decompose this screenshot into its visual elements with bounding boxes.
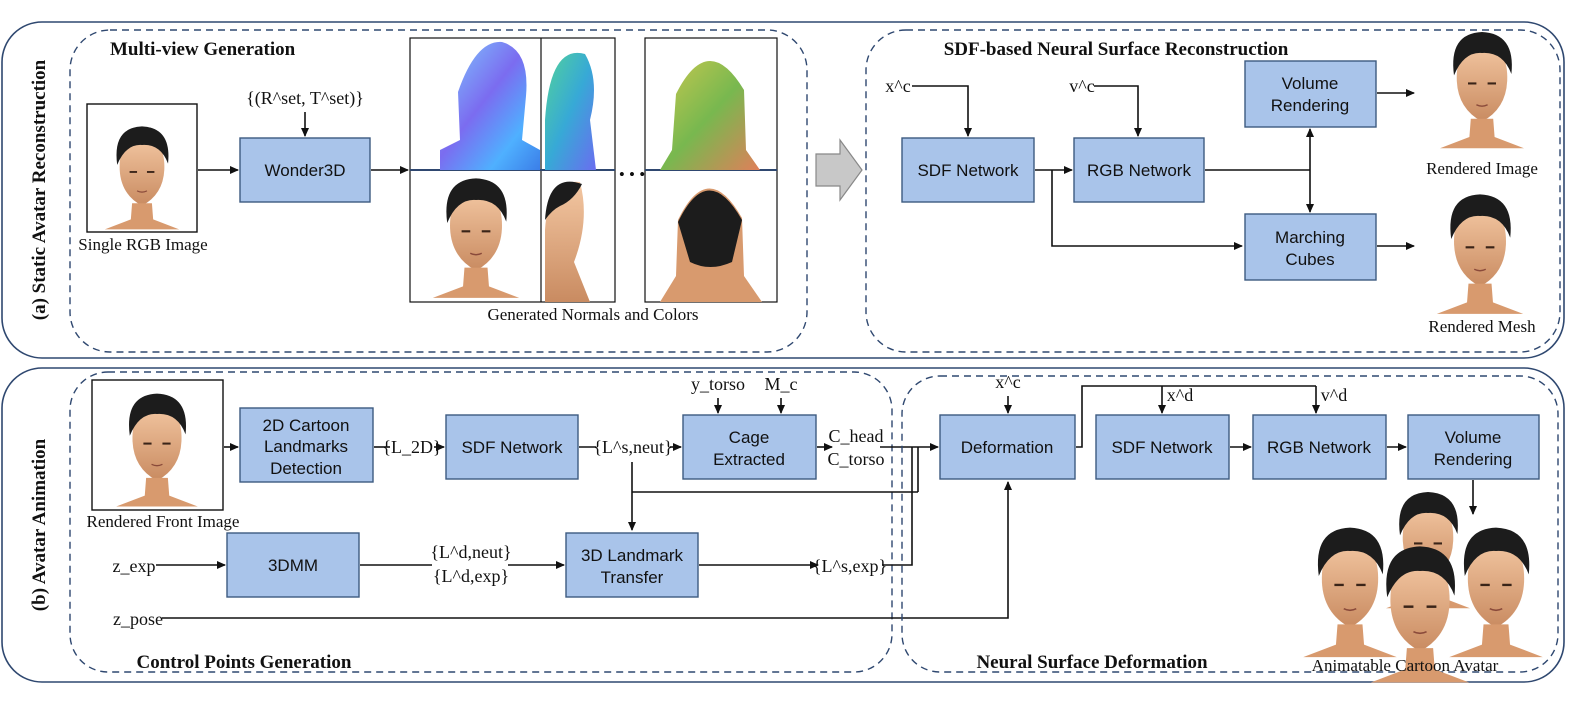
sdf-to-marching-arrow <box>1051 170 1243 250</box>
rendered-mesh-caption: Rendered Mesh <box>1428 317 1536 336</box>
l2d-label: {L_2D} <box>382 437 441 457</box>
vd-label: v^d <box>1321 385 1347 405</box>
panel-b-side-label: (b) Avatar Animation <box>29 438 50 611</box>
volume-rendering-label-b-1: Volume <box>1445 428 1502 447</box>
vc-input-label: v^c <box>1069 76 1094 96</box>
rendered-image-caption: Rendered Image <box>1426 159 1538 178</box>
control-points-frame <box>69 371 893 673</box>
marching-cubes-label-1: Marching <box>1275 228 1345 247</box>
single-rgb-image <box>86 103 198 233</box>
y-torso-label: y_torso <box>691 374 745 394</box>
avatar-caption: Animatable Cartoon Avatar <box>1312 656 1499 675</box>
cage-label-2: Extracted <box>713 450 785 469</box>
sdf-network-label-b: SDF Network <box>461 438 563 457</box>
cage-extracted-node <box>682 414 817 480</box>
deformation-node <box>939 414 1076 480</box>
ld-neut-label: {L^d,neut} <box>430 542 511 562</box>
single-rgb-caption: Single RGB Image <box>78 235 207 254</box>
landmarks-detection-node <box>239 407 374 483</box>
multiview-frame <box>69 29 808 353</box>
xc-input-label: x^c <box>885 76 910 96</box>
volume-rendering-node-b <box>1407 414 1540 480</box>
animatable-avatar-pictures <box>1302 491 1544 684</box>
generated-views-caption: Generated Normals and Colors <box>487 305 698 324</box>
sdf-recon-frame <box>865 29 1561 353</box>
3dmm-node <box>226 532 360 598</box>
xc-to-sdf-arrow <box>912 85 972 137</box>
z-pose-to-deformation-arrow <box>162 481 1012 619</box>
views-ellipsis: • • • <box>619 165 645 184</box>
control-points-title: Control Points Generation <box>137 652 352 673</box>
volume-rendering-label-a-2: Rendering <box>1271 96 1349 115</box>
3dmm-label: 3DMM <box>268 556 318 575</box>
panel-a-frame <box>1 21 1565 359</box>
transfer-label-1: 3D Landmark <box>581 546 684 565</box>
wonder3d-node <box>239 137 371 203</box>
volume-rendering-node-a <box>1244 60 1377 128</box>
landmarks-label-2: Landmarks <box>264 437 348 456</box>
landmarks-label-1: 2D Cartoon <box>263 416 350 435</box>
deformation-frame <box>901 375 1559 673</box>
landmarks-label-3: Detection <box>270 459 342 478</box>
ld-exp-label: {L^d,exp} <box>433 566 509 586</box>
rgb-network-label-b: RGB Network <box>1267 438 1371 457</box>
xd-label: x^d <box>1167 385 1193 405</box>
volume-rendering-label-b-2: Rendering <box>1434 450 1512 469</box>
c-head-label: C_head <box>829 426 884 446</box>
ls-neut-label: {L^s,neut} <box>593 437 672 457</box>
rgb-network-label-a: RGB Network <box>1087 161 1191 180</box>
vc-to-rgb-arrow <box>1094 85 1142 137</box>
sdf-network-node-b <box>445 414 579 480</box>
rendered-image-picture <box>1439 31 1525 149</box>
deformation-label: Deformation <box>961 438 1054 457</box>
xc-def-label: x^c <box>995 372 1020 392</box>
landmark-transfer-node <box>565 532 699 598</box>
stage-transition-arrow <box>815 138 863 202</box>
rgb-network-node-b <box>1252 414 1387 480</box>
ls-exp-to-deformation-line <box>882 447 913 566</box>
c-torso-label: C_torso <box>827 449 884 469</box>
generated-views-grid <box>409 37 778 303</box>
multiview-title: Multi-view Generation <box>110 39 296 60</box>
marching-cubes-label-2: Cubes <box>1285 250 1334 269</box>
deformation-title: Neural Surface Deformation <box>976 652 1208 673</box>
sdf-network-label-c: SDF Network <box>1111 438 1213 457</box>
marching-cubes-node <box>1244 213 1377 281</box>
rendered-front-caption: Rendered Front Image <box>87 512 240 531</box>
rendered-mesh-picture <box>1436 193 1524 315</box>
panel-b-frame <box>1 367 1565 683</box>
rendered-front-image <box>91 379 224 511</box>
z-pose-label: z_pose <box>113 609 163 629</box>
rgb-network-node-a <box>1073 137 1205 203</box>
deformation-up-line <box>1076 385 1316 448</box>
sdf-network-node-c <box>1095 414 1230 480</box>
cage-label-1: Cage <box>729 428 770 447</box>
volume-rendering-label-a-1: Volume <box>1282 74 1339 93</box>
sdf-network-label-a: SDF Network <box>917 161 1019 180</box>
camera-set-label: {(R^set, T^set)} <box>246 88 364 109</box>
ls-exp-label: {L^s,exp} <box>813 556 887 576</box>
z-exp-label: z_exp <box>113 556 156 576</box>
wonder3d-label: Wonder3D <box>265 161 346 180</box>
sdf-network-node-a <box>901 137 1035 203</box>
transfer-label-2: Transfer <box>601 568 664 587</box>
sdf-recon-title: SDF-based Neural Surface Reconstruction <box>944 39 1289 60</box>
panel-a-side-label: (a) Static Avatar Reconstruction <box>29 59 50 320</box>
m-c-label: M_c <box>765 374 798 394</box>
